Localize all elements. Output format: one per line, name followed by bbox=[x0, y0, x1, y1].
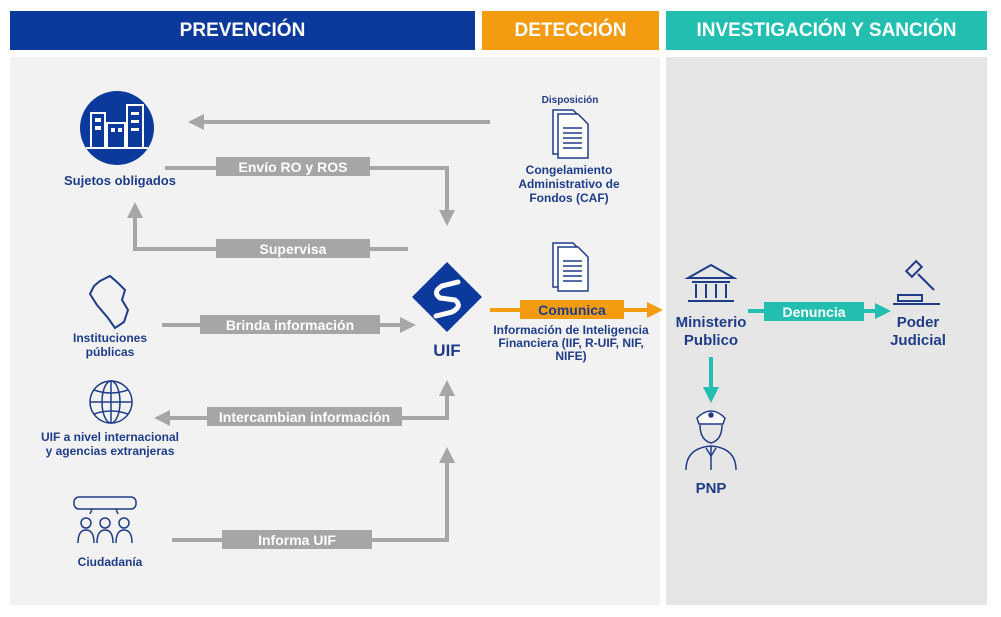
header-investigacion: INVESTIGACIÓN Y SANCIÓN bbox=[666, 11, 987, 50]
document-stack-icon-informacion bbox=[552, 242, 589, 292]
buildings-icon bbox=[80, 91, 154, 165]
document-stack-icon-disposicion bbox=[552, 109, 589, 159]
ministry-building-icon bbox=[684, 263, 738, 302]
edge-label-envio: Envío RO y ROS bbox=[216, 157, 370, 176]
edge-label-supervisa: Supervisa bbox=[216, 239, 370, 258]
edge-label-denuncia: Denuncia bbox=[764, 302, 864, 321]
node-info-financiera: Información de Inteligencia Financiera (… bbox=[493, 323, 649, 363]
edge-label-intercambian: Intercambian información bbox=[207, 407, 402, 426]
node-uif: UIF bbox=[433, 341, 461, 360]
header-prevencion: PREVENCIÓN bbox=[10, 11, 475, 50]
citizens-icon bbox=[73, 496, 137, 544]
header-deteccion: DETECCIÓN bbox=[482, 11, 659, 50]
uif-logo-icon bbox=[412, 262, 482, 332]
node-caf: Congelamiento Administrativo de Fondos (… bbox=[518, 163, 620, 205]
node-disposicion: Disposición bbox=[541, 95, 599, 106]
edge-label-informa: Informa UIF bbox=[222, 530, 372, 549]
node-uif-internacional: UIF a nivel internacional y agencias ext… bbox=[40, 430, 180, 458]
node-poder-judicial: Poder Judicial bbox=[890, 314, 946, 349]
node-sujetos-obligados: Sujetos obligados bbox=[64, 173, 176, 188]
peru-map-icon bbox=[88, 274, 130, 330]
arrow-informa bbox=[172, 447, 455, 542]
globe-icon bbox=[89, 380, 133, 424]
edge-label-brinda: Brinda información bbox=[200, 315, 380, 334]
edge-label-comunica: Comunica bbox=[520, 300, 624, 319]
node-ministerio-publico: Ministerio Publico bbox=[675, 314, 747, 349]
police-officer-icon bbox=[685, 410, 737, 471]
panel-investigacion bbox=[666, 57, 987, 605]
node-ciudadania: Ciudadanía bbox=[77, 555, 143, 569]
gavel-icon bbox=[893, 259, 940, 305]
node-instituciones-publicas: Instituciones públicas bbox=[72, 331, 147, 359]
node-pnp: PNP bbox=[695, 480, 727, 497]
